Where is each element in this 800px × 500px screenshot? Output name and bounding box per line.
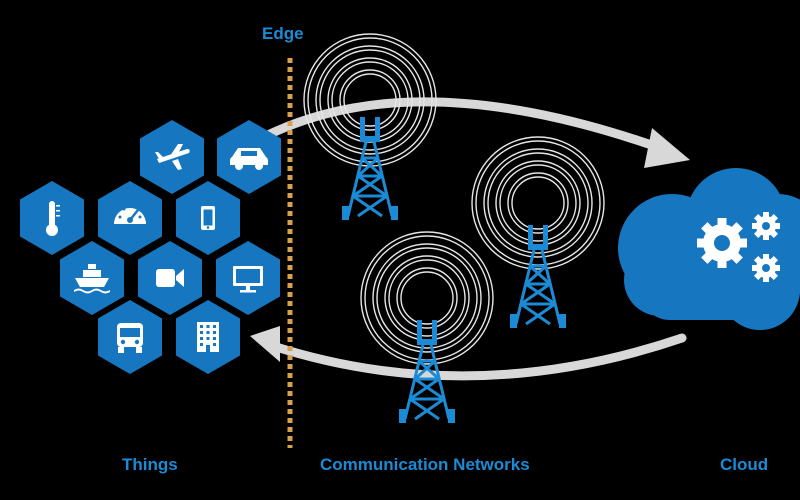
speedometer-icon (114, 204, 146, 224)
smartphone-icon (201, 206, 215, 230)
hex-building (176, 300, 240, 374)
things-label: Things (122, 455, 178, 474)
hex-thermometer (20, 181, 84, 255)
signal-tower-1 (303, 33, 437, 222)
hex-smartphone (176, 181, 240, 255)
hex-airplane (140, 120, 204, 194)
upload-arrowhead (644, 128, 690, 168)
communication-networks-label: Communication Networks (320, 455, 530, 474)
car-icon (230, 148, 268, 170)
bus-icon (117, 323, 143, 353)
monitor-icon (233, 266, 263, 293)
edge-label: Edge (262, 24, 304, 43)
hex-speedometer (98, 181, 162, 255)
hex-ship (60, 241, 124, 315)
building-icon (197, 322, 219, 352)
upload-arrow (253, 97, 665, 153)
signal-tower-2 (471, 136, 605, 330)
gears-icon (697, 212, 780, 282)
hex-bus (98, 300, 162, 374)
things-hexagons (20, 120, 281, 374)
hex-video-camera (138, 241, 202, 315)
ship-icon (74, 264, 110, 294)
video-camera-icon (156, 269, 184, 287)
download-arrow (265, 333, 687, 381)
download-arrowhead (250, 326, 280, 362)
hex-monitor (216, 241, 280, 315)
flow-arrows (250, 97, 690, 381)
airplane-icon (155, 144, 190, 170)
thermometer-icon (46, 201, 60, 236)
signal-tower-3 (360, 231, 494, 425)
cloud-label: Cloud (720, 455, 769, 474)
hex-car (217, 120, 281, 194)
